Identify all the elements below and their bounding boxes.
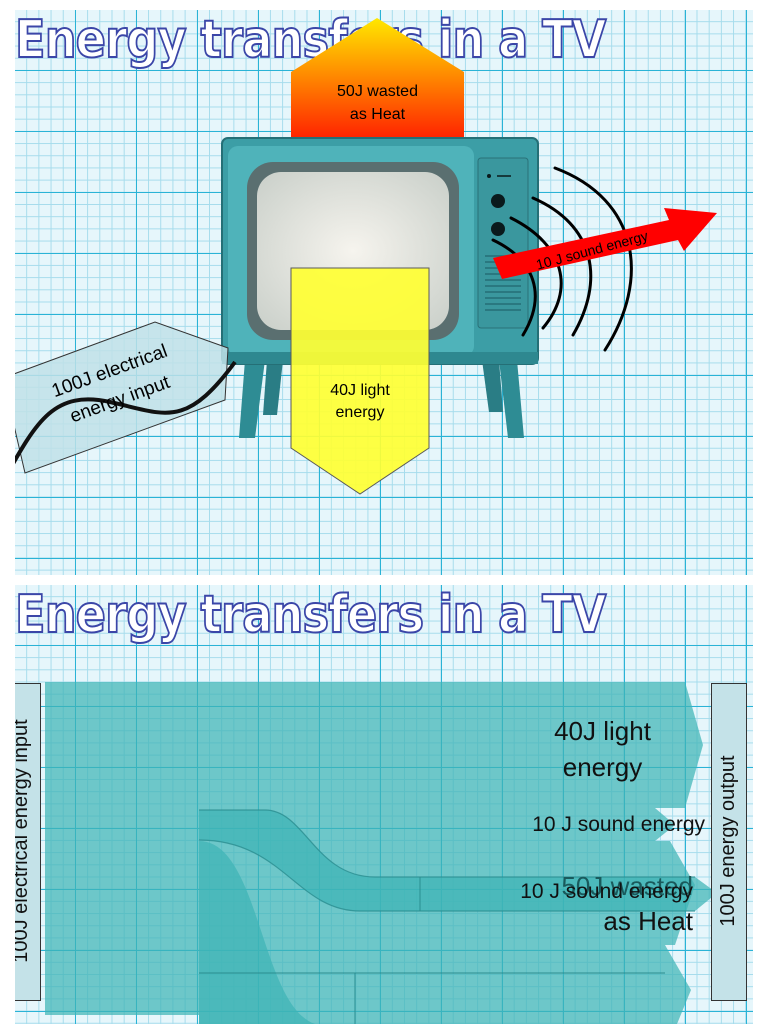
sound-flow-overlap-label: 10 J sound energy — [520, 880, 693, 903]
input-side-box — [15, 683, 41, 1001]
slide-2: Energy transfers in a TV 100J electric — [15, 585, 753, 1024]
heat-flow-line2: as Heat — [603, 906, 693, 936]
heat-flow-line1: 50J wasted — [561, 871, 693, 901]
slide-1: Energy transfers in a TV — [15, 10, 753, 575]
input-side-label: 100J electrical energy input — [15, 719, 32, 963]
heat-label: 50J wasted as Heat — [291, 80, 464, 126]
sound-arrow — [493, 208, 717, 279]
light-flow-line2: energy — [562, 752, 643, 782]
light-arrow — [290, 267, 430, 495]
sankey-diagram — [45, 682, 717, 1024]
sankey-curve-band — [199, 810, 717, 911]
sankey-input-band — [45, 682, 199, 1015]
light-label-line1: 40J light — [330, 382, 390, 399]
heat-label-line2: as Heat — [349, 106, 406, 123]
light-label: 40J light energy — [291, 380, 429, 424]
heat-arrow — [291, 18, 464, 140]
light-flow-line1: 40J light — [554, 716, 651, 746]
tv-legs — [239, 360, 524, 438]
light-flow-label: 40J light energy — [515, 713, 690, 785]
power-cord — [15, 360, 237, 465]
slide-2-title: Energy transfers in a TV — [15, 585, 607, 646]
sankey-sound-flow — [199, 808, 675, 841]
sankey-bottom-band — [199, 945, 691, 1024]
sound-flow-label: 10 J sound energy — [532, 813, 705, 836]
output-side-box — [711, 683, 747, 1001]
heat-flow-label: 50J wasted as Heat — [475, 869, 693, 939]
light-label-line2: energy — [335, 404, 385, 421]
sankey-light-flow — [199, 682, 703, 808]
output-side-label: 100J energy output — [717, 755, 739, 927]
tv-diagram — [15, 18, 717, 495]
heat-label-line1: 50J wasted — [337, 83, 418, 100]
sankey-lower-ribbon — [199, 841, 315, 1024]
